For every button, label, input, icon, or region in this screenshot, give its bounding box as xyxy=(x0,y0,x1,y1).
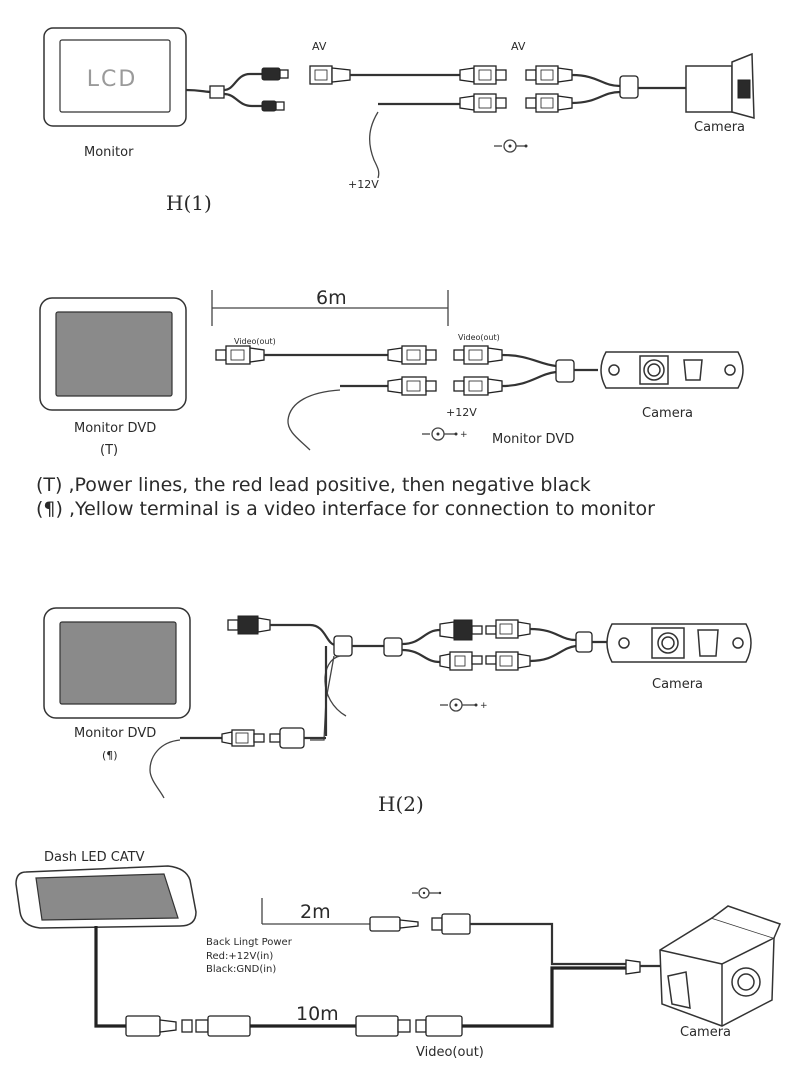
power-black: Black:GND(in) xyxy=(206,964,276,975)
dimension-2m xyxy=(261,898,370,925)
monitor-label: Monitor xyxy=(84,145,134,160)
camera-label-t: Camera xyxy=(642,406,693,421)
note-video-terminal: (¶) ,Yellow terminal is a video interfac… xyxy=(36,498,655,520)
svg-text:+: + xyxy=(460,430,468,440)
camera-t xyxy=(600,351,744,389)
power-title: Back Lingt Power xyxy=(206,937,293,948)
power-cable xyxy=(368,93,507,179)
av-label-right: AV xyxy=(511,40,526,53)
camera-label: Camera xyxy=(694,120,745,135)
monitor-dvd-h2 xyxy=(43,607,191,719)
top-rca-plug xyxy=(227,615,271,635)
lcd-monitor: LCD xyxy=(43,27,187,127)
section-h2: Monitor DVD (¶) xyxy=(43,607,752,816)
note-power-lines: (T) ,Power lines, the red lead positive,… xyxy=(36,474,591,496)
bottom-video-connector xyxy=(149,727,326,799)
section-t: Monitor DVD (T) 6m Video(out) Video(out) xyxy=(36,287,744,520)
power-polarity-icon xyxy=(494,139,528,153)
diagram-title-h2: H(2) xyxy=(378,792,424,816)
lcd-text: LCD xyxy=(87,67,138,92)
lower-branch-connectors xyxy=(439,651,531,671)
upper-branch-connectors xyxy=(439,619,531,641)
power-lead-connectors xyxy=(369,913,471,935)
camera-av-connector xyxy=(525,65,573,85)
power-cable-t xyxy=(287,376,437,451)
power-polarity-icon-dash xyxy=(412,887,442,899)
video-out-label: Video(out) xyxy=(416,1045,484,1060)
video-extension-cable xyxy=(215,345,437,365)
dash-monitor xyxy=(15,865,197,929)
monitor-power-jack xyxy=(261,100,285,112)
monitor-av-jack xyxy=(261,67,289,81)
video-out-right: Video(out) xyxy=(458,333,500,342)
monitor-dvd-mark: (T) xyxy=(100,443,118,458)
distance-2m: 2m xyxy=(300,901,331,923)
av-extension-cable xyxy=(309,65,507,85)
dimension-6m xyxy=(211,290,449,326)
cube-camera xyxy=(625,905,782,1027)
camera-label-dash: Camera xyxy=(680,1025,731,1040)
camera-video-connector-t xyxy=(453,345,503,365)
diagram-title-h1: H(1) xyxy=(166,191,212,215)
power-red: Red:+12V(in) xyxy=(206,951,273,962)
distance-10m: 10m xyxy=(296,1003,339,1025)
power-polarity-icon-h2: + xyxy=(440,698,488,712)
svg-text:+: + xyxy=(480,701,488,711)
power-label-12v: +12V xyxy=(348,178,379,191)
power-label-12v-t: +12V xyxy=(446,406,477,419)
monitor-dvd-t xyxy=(39,297,187,411)
monitor-dvd-mark-h2: (¶) xyxy=(102,749,118,762)
distance-6m: 6m xyxy=(316,287,347,309)
video-cable-10m xyxy=(125,1015,463,1037)
power-symbol-label: Monitor DVD xyxy=(492,432,574,447)
dash-label: Dash LED CATV xyxy=(44,850,145,865)
camera-h2 xyxy=(606,623,752,663)
section-dash: Dash LED CATV 2m Back Lingt Power Red:+1… xyxy=(15,850,782,1060)
av-label-left: AV xyxy=(312,40,327,53)
camera-power-connector xyxy=(525,93,573,113)
camera-power-connector-t xyxy=(453,376,503,396)
power-polarity-icon-t: + xyxy=(422,427,468,441)
camera-label-h2: Camera xyxy=(652,677,703,692)
monitor-dvd-label: Monitor DVD xyxy=(74,421,156,436)
monitor-dvd-label-h2: Monitor DVD xyxy=(74,726,156,741)
video-out-left: Video(out) xyxy=(234,337,276,346)
camera-h1 xyxy=(685,52,755,119)
section-h1: LCD Monitor AV AV xyxy=(43,27,755,215)
